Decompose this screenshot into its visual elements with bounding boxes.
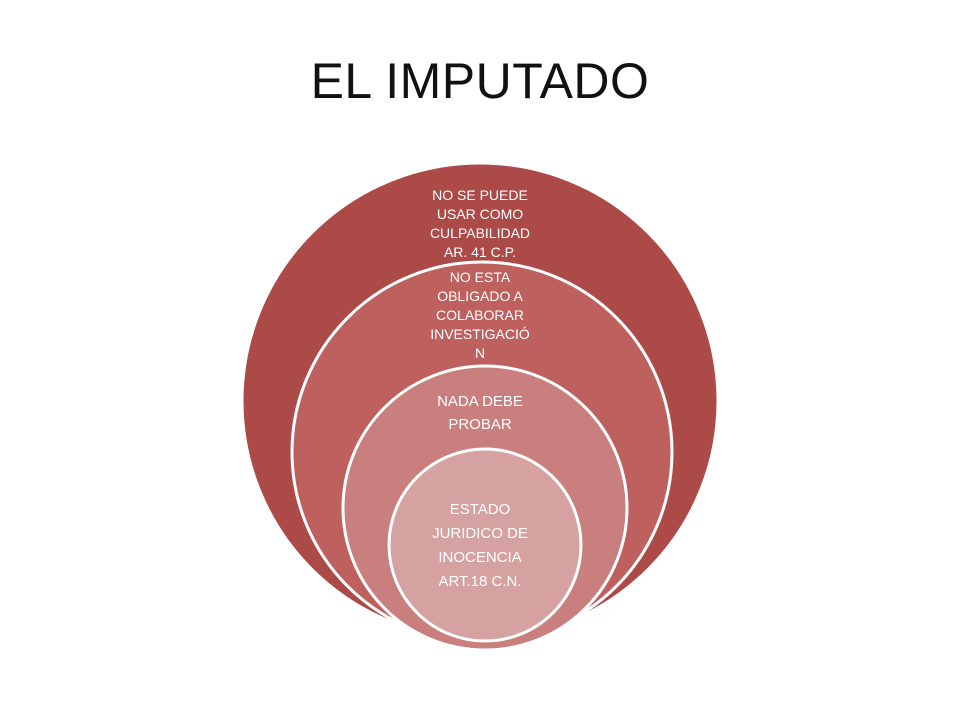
inner-circle-label: ESTADO JURIDICO DE INOCENCIA ART.18 C.N. bbox=[418, 498, 542, 598]
inner-label-line: INOCENCIA bbox=[438, 549, 522, 566]
third-circle-label: NADA DEBE PROBAR bbox=[420, 390, 540, 440]
third-label-line: PROBAR bbox=[448, 416, 512, 433]
outer-label-line: AR. 41 C.P. bbox=[443, 244, 517, 260]
second-label-line: N bbox=[474, 345, 486, 361]
outer-label-line: USAR COMO bbox=[436, 206, 524, 222]
inner-label-line: ESTADO bbox=[449, 501, 511, 518]
outer-circle-label: NO SE PUEDE USAR COMO CULPABILIDAD AR. 4… bbox=[420, 186, 540, 262]
second-label-line: COLABORAR bbox=[436, 307, 524, 323]
second-label-line: INVESTIGACIÓ bbox=[430, 326, 530, 342]
inner-circle bbox=[387, 447, 583, 643]
outer-label-line: CULPABILIDAD bbox=[429, 225, 531, 241]
second-label-line: OBLIGADO A bbox=[437, 288, 523, 304]
third-label-line: NADA DEBE bbox=[437, 393, 523, 410]
second-circle-label: NO ESTA OBLIGADO A COLABORAR INVESTIGACI… bbox=[422, 268, 538, 364]
second-label-line: NO ESTA bbox=[449, 269, 511, 285]
slide-title: EL IMPUTADO bbox=[310, 53, 650, 109]
inner-label-line: ART.18 C.N. bbox=[438, 573, 522, 590]
outer-label-line: NO SE PUEDE bbox=[432, 187, 528, 203]
inner-label-line: JURIDICO DE bbox=[432, 525, 528, 542]
